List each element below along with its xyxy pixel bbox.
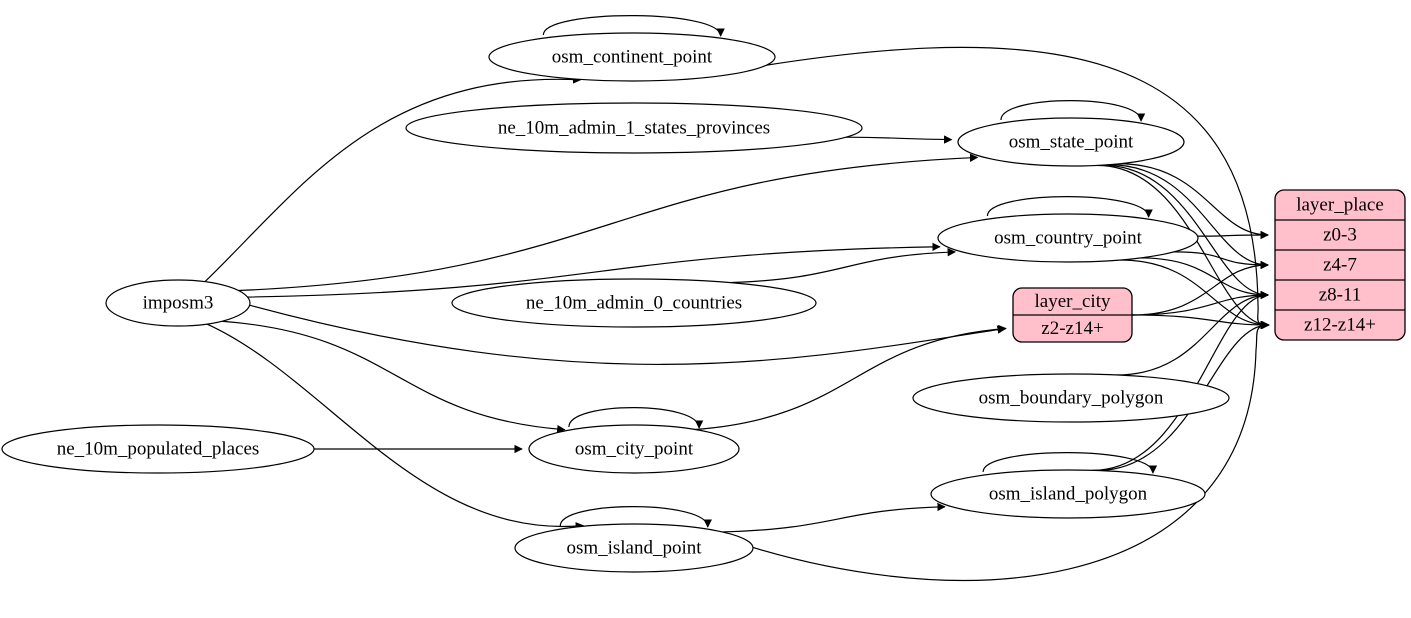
record-row-z12-z14+[interactable]: z12-z14+ bbox=[1304, 314, 1376, 335]
record-row-z2-z14+[interactable]: z2-z14+ bbox=[1041, 318, 1103, 339]
record-row-z4-7[interactable]: z4-7 bbox=[1323, 254, 1357, 275]
graph-edge bbox=[982, 452, 1158, 474]
graph-edge bbox=[1174, 251, 1269, 270]
graph-node-osm_boundary_polygon[interactable]: osm_boundary_polygon bbox=[912, 373, 1230, 423]
graph-edge bbox=[247, 242, 941, 298]
node-ellipse[interactable] bbox=[957, 117, 1185, 167]
node-label: osm_continent_point bbox=[552, 46, 713, 67]
graph-edge bbox=[1131, 314, 1269, 330]
record-node-layer_city[interactable]: layer_city z2-z14+ bbox=[1012, 287, 1133, 343]
node-label: imposm3 bbox=[143, 292, 214, 313]
node-ellipse[interactable] bbox=[514, 523, 754, 573]
graph-edge bbox=[1131, 290, 1269, 316]
record-box[interactable] bbox=[1274, 189, 1406, 341]
record-node-layer_place[interactable]: layer_place z0-3 z4-7 z8-11 z12-z14+ bbox=[1274, 189, 1406, 341]
node-label: osm_city_point bbox=[575, 438, 694, 459]
node-ellipse[interactable] bbox=[488, 32, 776, 82]
node-label: ne_10m_admin_0_countries bbox=[526, 292, 742, 313]
node-ellipse[interactable] bbox=[528, 424, 740, 474]
node-label: ne_10m_admin_1_states_provinces bbox=[498, 117, 770, 138]
graph-node-osm_island_point[interactable]: osm_island_point bbox=[514, 523, 754, 573]
node-ellipse[interactable] bbox=[912, 373, 1230, 423]
record-title: layer_place bbox=[1296, 194, 1384, 215]
graph-node-osm_island_polygon[interactable]: osm_island_polygon bbox=[930, 469, 1206, 519]
graph-edge bbox=[1108, 164, 1269, 270]
node-label: osm_island_polygon bbox=[989, 483, 1148, 504]
graph-edge bbox=[542, 15, 725, 37]
graph-edge bbox=[695, 324, 1007, 431]
graph-node-imposm3[interactable]: imposm3 bbox=[105, 279, 251, 327]
node-label: osm_country_point bbox=[994, 227, 1142, 248]
graph-edge bbox=[568, 407, 704, 429]
node-label: osm_boundary_polygon bbox=[979, 387, 1164, 408]
graph-edge bbox=[722, 502, 946, 533]
node-label: ne_10m_populated_places bbox=[57, 438, 260, 459]
record-row-z8-11[interactable]: z8-11 bbox=[1319, 284, 1362, 305]
graph-edge bbox=[685, 46, 1270, 330]
graph-edge bbox=[729, 247, 957, 284]
graph-edge bbox=[1101, 164, 1269, 300]
graph-edge bbox=[1118, 163, 1269, 240]
graph-node-osm_state_point[interactable]: osm_state_point bbox=[957, 117, 1185, 167]
record-title: layer_city bbox=[1035, 291, 1111, 312]
graph-edge bbox=[238, 153, 979, 292]
graph-edge bbox=[693, 320, 1270, 581]
node-ellipse[interactable] bbox=[930, 469, 1206, 519]
graph-node-ne_10m_populated_places[interactable]: ne_10m_populated_places bbox=[1, 424, 315, 474]
graph-edge bbox=[1197, 230, 1269, 240]
node-label: osm_state_point bbox=[1009, 131, 1134, 152]
node-ellipse[interactable] bbox=[1, 424, 315, 474]
node-ellipse[interactable] bbox=[105, 279, 251, 327]
graph-edge bbox=[1131, 260, 1269, 316]
node-ellipse[interactable] bbox=[937, 213, 1199, 263]
graph-edge bbox=[559, 506, 712, 528]
graph-edge bbox=[221, 320, 566, 434]
graph-node-osm_continent_point[interactable]: osm_continent_point bbox=[488, 32, 776, 82]
graph-edge bbox=[986, 196, 1153, 218]
node-layer: imposm3 ne_10m_populated_places ne_10m_adm… bbox=[1, 32, 1406, 573]
graph-edge bbox=[1092, 290, 1269, 471]
graph-edge bbox=[249, 304, 1006, 366]
graph-edge bbox=[1000, 100, 1146, 122]
graph-edge bbox=[204, 75, 582, 283]
graph-edge bbox=[846, 135, 953, 144]
graph-node-ne_10m_admin_1_states_provinces[interactable]: ne_10m_admin_1_states_provinces bbox=[405, 102, 863, 154]
graph-edge bbox=[1116, 290, 1269, 376]
graph-node-osm_city_point[interactable]: osm_city_point bbox=[528, 424, 740, 474]
edge-layer bbox=[204, 15, 1270, 581]
node-ellipse[interactable] bbox=[451, 278, 817, 328]
record-row-z0-3[interactable]: z0-3 bbox=[1323, 224, 1357, 245]
graph-node-osm_country_point[interactable]: osm_country_point bbox=[937, 213, 1199, 263]
graph-node-ne_10m_admin_0_countries[interactable]: ne_10m_admin_0_countries bbox=[451, 278, 817, 328]
graph-edge bbox=[1140, 257, 1269, 300]
graph-edge bbox=[1097, 164, 1269, 330]
node-ellipse[interactable] bbox=[405, 102, 863, 154]
node-label: osm_island_point bbox=[566, 537, 702, 558]
graph-edge bbox=[206, 323, 585, 531]
